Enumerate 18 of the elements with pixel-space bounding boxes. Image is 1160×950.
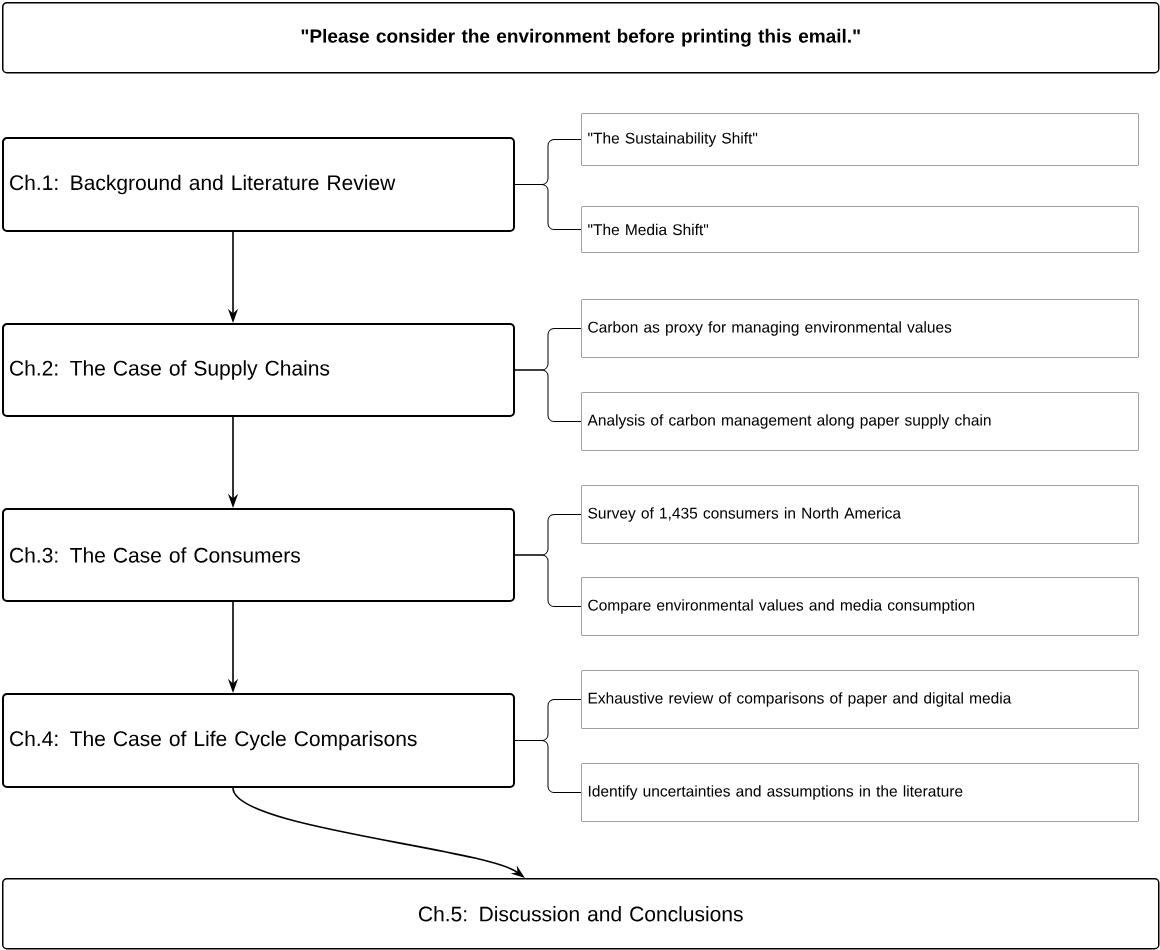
chapter-box: Ch.2: The Case of Supply Chains: [2, 323, 515, 417]
banner-box: "Please consider the environment before printing this email.": [2, 2, 1160, 74]
topic-box: Identify uncertainties and assumptions in the literature: [581, 763, 1139, 822]
topic-box: Survey of 1,435 consumers in North America: [581, 485, 1139, 544]
topic-box: Compare environmental values and media consumption: [581, 577, 1139, 636]
chapter-box: Ch.1: Background and Literature Review: [2, 137, 515, 232]
bracket-connector: [514, 740, 582, 793]
bracket-connector: [514, 554, 582, 607]
bracket-connector: [514, 184, 582, 230]
topic-box: Analysis of carbon management along paper supply chain: [581, 392, 1139, 451]
topic-box: Exhaustive review of comparisons of paper and digital media: [581, 670, 1139, 729]
chapter-box: Ch.4: The Case of Life Cycle Comparisons: [2, 693, 515, 788]
chapter-box: Ch.3: The Case of Consumers: [2, 508, 515, 602]
topic-box: Carbon as proxy for managing environmental values: [581, 299, 1139, 358]
topic-box: "The Sustainability Shift": [581, 113, 1139, 166]
bracket-connector: [514, 369, 582, 422]
topic-box: "The Media Shift": [581, 206, 1139, 253]
chapter-box: Ch.5: Discussion and Conclusions: [2, 878, 1160, 950]
